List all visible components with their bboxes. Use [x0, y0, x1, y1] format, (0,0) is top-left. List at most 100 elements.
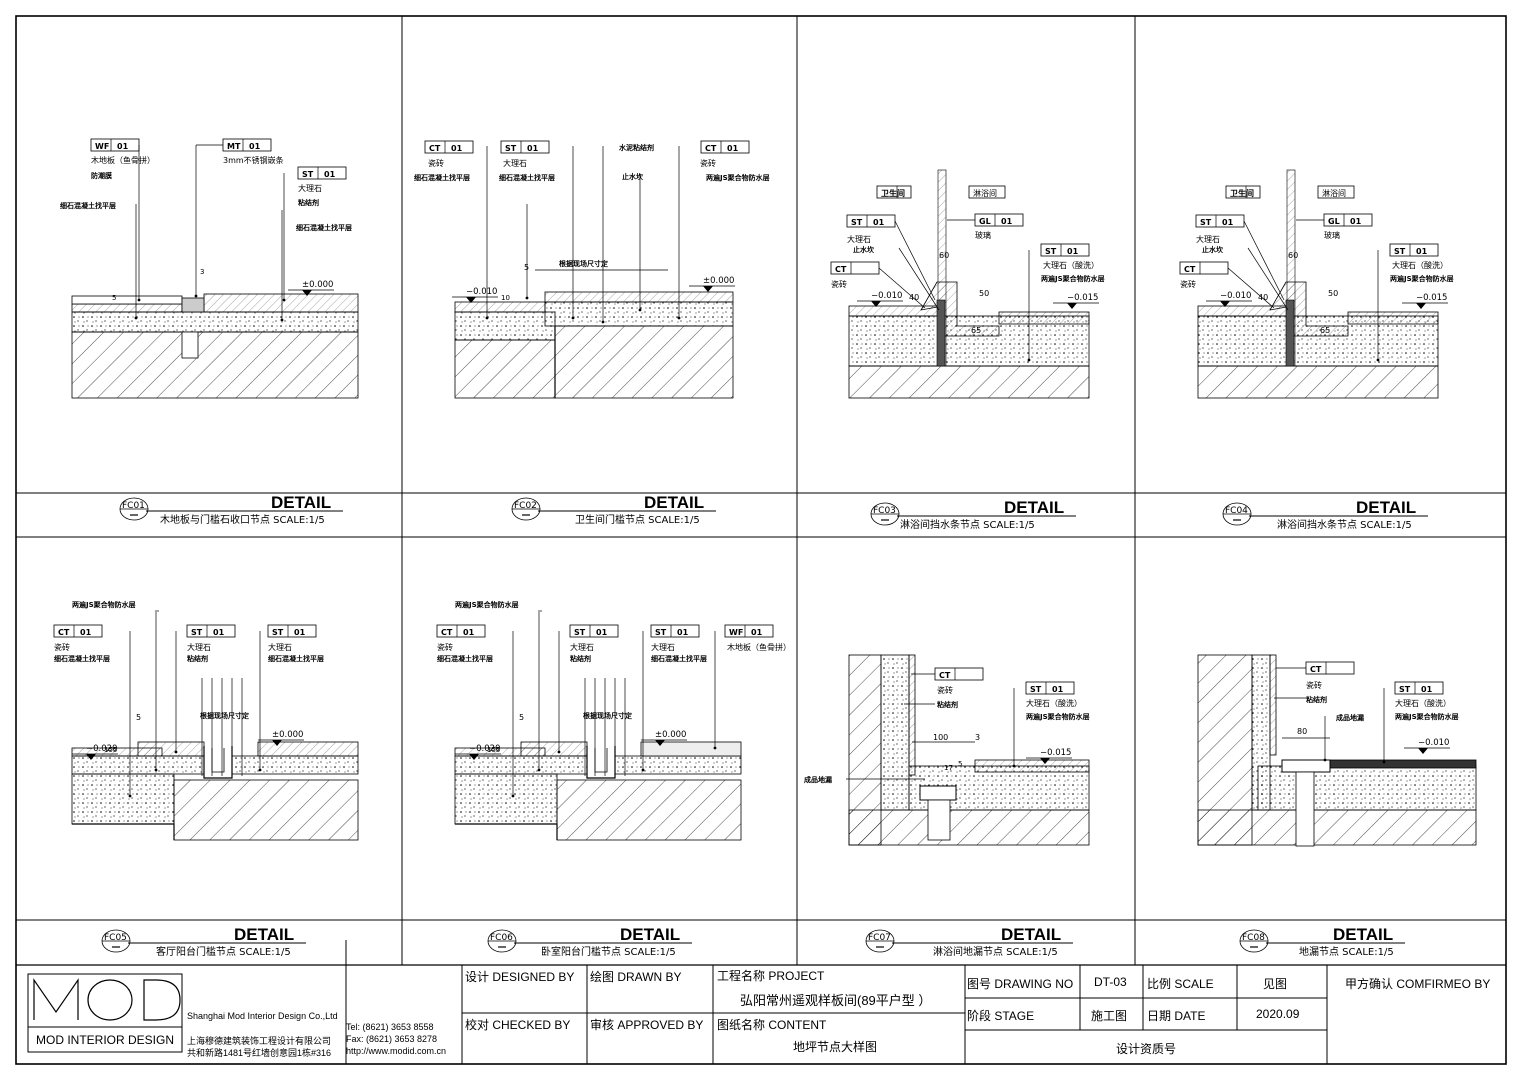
detail-caption: 淋浴间挡水条节点 SCALE:1/5 [1277, 518, 1412, 531]
material-tag-number: 01 [873, 218, 885, 227]
material-tag-code: CT [1184, 265, 1196, 274]
detail-caption: 地漏节点 SCALE:1/5 [1299, 945, 1394, 958]
material-tag-number: 01 [463, 628, 475, 637]
content-name: 地坪节点大样图 [793, 1040, 878, 1054]
detail-code: FC02 [514, 501, 537, 511]
material-tag-code: ST [302, 170, 314, 179]
drawing-no-label: 图号 DRAWING NO [967, 977, 1074, 991]
leader-dot [137, 298, 141, 302]
leader-line [878, 267, 926, 309]
material-tag [1025, 681, 1075, 695]
leader-dot [1323, 758, 1327, 762]
label: 粘结剂 [570, 654, 591, 663]
material-tag-code: ST [1045, 247, 1057, 256]
water-stop [936, 299, 946, 367]
label: 两遍JS聚合物防水层 [1041, 274, 1105, 283]
level-value: −0.010 [1418, 738, 1449, 748]
material-tag-number: 01 [751, 628, 763, 637]
label: 大理石 [1196, 234, 1220, 244]
company-fax: Fax: (8621) 3653 8278 [346, 1034, 438, 1044]
label: 50 [1328, 289, 1338, 298]
leader-line [898, 247, 940, 311]
material-tag-code: GL [1328, 217, 1340, 226]
label: 粘结剂 [1306, 695, 1327, 704]
leader-dot [280, 318, 284, 322]
material-tag-number: 01 [213, 628, 225, 637]
material-tag-code: ST [272, 628, 284, 637]
detail-caption: 淋浴间地漏节点 SCALE:1/5 [933, 945, 1058, 958]
label: 止水坎 [853, 245, 875, 254]
label: 瓷砖 [428, 158, 444, 168]
marble-layer [257, 741, 359, 757]
concrete-slab [556, 779, 742, 841]
leader-dot [525, 296, 529, 300]
leader-dot [174, 750, 178, 754]
material-tag [500, 140, 550, 154]
level-marker [1416, 303, 1426, 309]
detail-caption: 木地板与门槛石收口节点 SCALE:1/5 [160, 513, 325, 526]
wall-tile [908, 654, 916, 776]
detail-heading: DETAIL [1004, 498, 1064, 517]
marble-layer [1329, 759, 1477, 769]
material-tag-number: 01 [527, 144, 539, 153]
leader-dot [128, 794, 132, 798]
material-tag-code: ST [1394, 247, 1406, 256]
label: 瓷砖 [831, 279, 847, 289]
label: 止水坎 [1202, 245, 1224, 254]
detail-code: FC08 [1242, 933, 1265, 943]
material-tag-number: 01 [80, 628, 92, 637]
title-block [16, 940, 1506, 1065]
label: 两遍JS聚合物防水层 [1395, 712, 1459, 721]
wall-plaster [880, 654, 910, 811]
detail-caption: 客厅阳台门槛节点 SCALE:1/5 [156, 945, 291, 958]
concrete-slab [1197, 365, 1439, 399]
label: 两遍JS聚合物防水层 [72, 600, 136, 609]
room-tag [968, 185, 1006, 199]
label: 根据现场尺寸定 [200, 711, 249, 720]
label: 玻璃 [1324, 230, 1340, 240]
drain-pipe [927, 799, 951, 841]
level-marker [655, 740, 665, 746]
drawing-no: DT-03 [1094, 975, 1127, 989]
leader-dot [258, 768, 262, 772]
screed-layer [1257, 765, 1477, 811]
leader-line [1247, 247, 1289, 311]
approved-by-label: 审核 APPROVED BY [590, 1018, 704, 1032]
material-tag-number: 01 [249, 142, 261, 151]
label: 粘结剂 [298, 198, 319, 207]
label: 瓷砖 [700, 158, 716, 168]
leader-dot [511, 794, 515, 798]
label: 5 [524, 263, 529, 272]
label: 大理石（酸洗） [1392, 260, 1448, 270]
label: 100 [933, 733, 948, 742]
material-tag [53, 624, 103, 638]
label: 大理石 [268, 642, 292, 652]
material-tag-code: CT [939, 671, 951, 680]
marble-layer [640, 741, 742, 757]
material-tag-code: ST [655, 628, 667, 637]
material-tag-code: CT [705, 144, 717, 153]
logo-caption: MOD INTERIOR DESIGN [36, 1033, 175, 1047]
stage-label: 阶段 STAGE [967, 1009, 1035, 1023]
drain-pipe [1295, 771, 1315, 847]
material-tag [436, 624, 486, 638]
leader-dot [601, 320, 605, 324]
label: 80 [1297, 727, 1307, 736]
label: 粘结剂 [187, 654, 208, 663]
label: 40 [909, 293, 919, 302]
material-tag-code: 卫生间 [881, 188, 905, 198]
leader-dot [537, 768, 541, 772]
label: 成品地漏 [1336, 713, 1364, 722]
company-tel: Tel: (8621) 3653 8558 [346, 1022, 434, 1032]
material-tag-code: CT [429, 144, 441, 153]
detail-code: FC03 [873, 506, 896, 516]
water-stop [1285, 299, 1295, 367]
material-tag-code: ST [505, 144, 517, 153]
material-tag [424, 140, 474, 154]
label: 根据现场尺寸定 [583, 711, 632, 720]
cert-label: 设计资质号 [1116, 1042, 1177, 1056]
steel-strip [181, 297, 205, 313]
